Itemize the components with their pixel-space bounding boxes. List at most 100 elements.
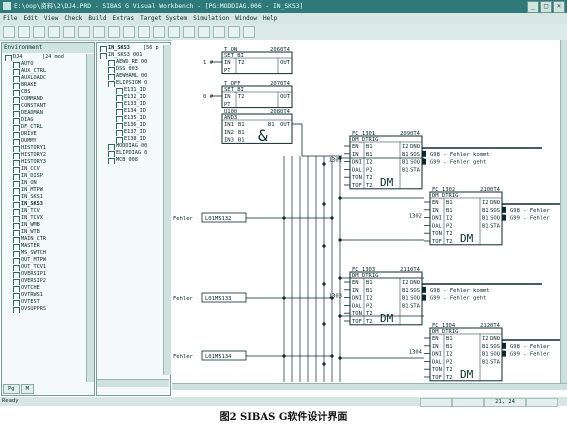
print-icon[interactable] [48,26,60,38]
tree-item[interactable]: IN_TCV [2,208,86,215]
tree-item[interactable]: DIAG [2,117,86,124]
module-item[interactable]: E136_ID [97,122,163,129]
tree-item[interactable]: DEADMAN [2,110,86,117]
tree-item[interactable]: COMMAND [2,96,86,103]
select-icon[interactable] [183,26,195,38]
tree-item[interactable]: OVSUPPRS [2,306,86,313]
simulation-icon[interactable] [228,26,240,38]
tree-root[interactable]: DJ4 [24 mod [2,54,86,61]
block-tag: FC_1302 [432,187,455,193]
build-icon[interactable] [138,26,150,38]
tree-item[interactable]: IN_DISP [2,173,86,180]
tree-item[interactable]: MASTER [2,243,86,250]
minimize-button[interactable]: _ [527,1,539,13]
module-item[interactable]: ELIPDIAG 0 [97,150,163,157]
module-item[interactable]: IN_SKS3 001 [97,52,163,59]
tab-m[interactable]: M [20,384,34,394]
module-item[interactable]: MODDIAG 00 [97,143,163,150]
new-icon[interactable] [3,26,15,38]
tree-item[interactable]: AUX_CTRL [2,68,86,75]
module-item[interactable]: DSS 003 [97,66,163,73]
cut-icon[interactable] [63,26,75,38]
menu-help[interactable]: Help [262,15,278,22]
menu-extras[interactable]: Extras [112,15,135,22]
tree-item[interactable]: IN_CCV [2,166,86,173]
tree-item[interactable]: DF_CTRL [2,124,86,131]
tree-item[interactable]: IN_TCVX [2,215,86,222]
menu-view[interactable]: View [43,15,59,22]
tree-item[interactable]: OVTEST [2,299,86,306]
copy-icon[interactable] [78,26,90,38]
menu-check[interactable]: Check [64,15,83,22]
menu-edit[interactable]: Edit [23,15,38,22]
tree-item[interactable]: IN_MTPW [2,187,86,194]
tree-item[interactable]: OVTRWS1 [2,292,86,299]
module-hscrollbar[interactable] [97,379,169,387]
menu-file[interactable]: File [3,15,18,22]
module-scrollbar[interactable] [163,45,171,375]
connect-icon[interactable] [198,26,210,38]
close-button[interactable]: × [553,1,565,13]
tree-item[interactable]: CONSTANT [2,103,86,110]
pin-type: B1 [446,336,453,342]
tree-item[interactable]: IN_SKS3 [2,201,86,208]
tree-item[interactable]: BRAKE [2,82,86,89]
pin-type: T2 [446,231,453,237]
tree-item[interactable]: IN_ON [2,180,86,187]
tree-item[interactable]: OVERSIP1 [2,271,86,278]
save-icon[interactable] [33,26,45,38]
tree-item[interactable]: DUMMY [2,138,86,145]
menu-target-system[interactable]: Target System [140,15,188,22]
paste-icon[interactable] [93,26,105,38]
tree-item[interactable]: IN_WTB [2,229,86,236]
zoom-out-icon[interactable] [168,26,180,38]
check-icon[interactable] [123,26,135,38]
canvas-hscrollbar[interactable] [172,383,567,390]
module-header[interactable]: IN_SKS3 [56 p [97,45,163,52]
tab-pg[interactable]: Pg [3,384,20,394]
tree-item[interactable]: HISTORY1 [2,145,86,152]
toolbar [0,24,567,41]
output-label: G98 - Fehler kommt [430,288,490,294]
tree-item[interactable]: HISTORY3 [2,159,86,166]
module-item[interactable]: MCB 008 [97,157,163,164]
module-item[interactable]: E134_ID [97,108,163,115]
module-item[interactable]: E131_ID [97,87,163,94]
tree-item[interactable]: OUT_TCV1 [2,264,86,271]
tree-item[interactable]: IN_SKS1 [2,194,86,201]
module-item[interactable]: ELIPSIOM 0 [97,80,163,87]
module-item[interactable]: E133_ID [97,101,163,108]
pin-label: IN [352,152,359,158]
maximize-button[interactable]: □ [540,1,552,13]
canvas-scrollbar[interactable] [560,40,567,383]
tree-item[interactable]: HISTORY2 [2,152,86,159]
undo-icon[interactable] [108,26,120,38]
module-item[interactable]: E138_ID [97,136,163,143]
menu-simulation[interactable]: Simulation [193,15,230,22]
menu-build[interactable]: Build [88,15,107,22]
block-icon[interactable] [213,26,225,38]
open-icon[interactable] [18,26,30,38]
module-item[interactable]: E135_ID [97,115,163,122]
tree-item[interactable]: DRIVE [2,131,86,138]
module-item[interactable]: AEWHAML 00 [97,73,163,80]
tree-item[interactable]: MAIN_CTR [2,236,86,243]
module-item[interactable]: E137_ID [97,129,163,136]
tree-item[interactable]: IN_WMB [2,222,86,229]
environment-scrollbar[interactable] [86,54,94,382]
tree-item[interactable]: OVTCHE [2,285,86,292]
tree-item[interactable]: OUT_MTPW [2,257,86,264]
tree-item[interactable]: OVERSIP2 [2,278,86,285]
zoom-in-icon[interactable] [153,26,165,38]
menu-window[interactable]: Window [235,15,257,22]
tree-item[interactable]: CBS [2,89,86,96]
tree-item-label: IN_SKS1 [21,194,43,200]
tree-item[interactable]: AUTO [2,61,86,68]
tree-item[interactable]: AUXLOADC [2,75,86,82]
module-item[interactable]: AEWD_RE 00 [97,59,163,66]
tree-item[interactable]: MS_SWTCH [2,250,86,257]
help-icon[interactable] [243,26,255,38]
module-item[interactable]: E132_ID [97,94,163,101]
